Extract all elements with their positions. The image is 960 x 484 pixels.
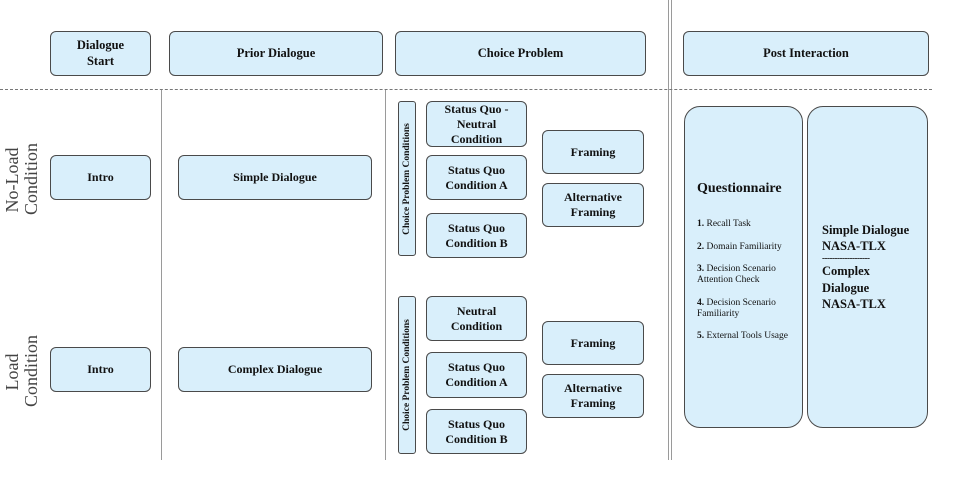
column-divider-1 (161, 90, 162, 460)
load-condition-a: Status Quo Condition A (426, 352, 527, 398)
nasa-tlx-label-2: NASA-TLX (822, 296, 886, 311)
no-load-conditions-text: Choice Problem Conditions (402, 122, 412, 235)
load-framing: Framing (542, 321, 644, 365)
header-choice-problem: Choice Problem (395, 31, 646, 76)
header-post-interaction: Post Interaction (683, 31, 929, 76)
column-divider-2 (385, 90, 386, 460)
load-complex-dialogue: Complex Dialogue (178, 347, 372, 392)
no-load-simple-dialogue: Simple Dialogue (178, 155, 372, 200)
nasa-tlx-label-1: NASA-TLX (822, 239, 886, 254)
load-alternative-framing: Alternative Framing (542, 374, 644, 418)
load-conditions-label: Choice Problem Conditions (398, 296, 416, 454)
questionnaire-item: 5. External Tools Usage (697, 331, 788, 342)
header-separator (0, 89, 932, 90)
column-divider-3 (668, 0, 669, 460)
no-load-alternative-framing: Alternative Framing (542, 183, 644, 227)
no-load-condition-a: Status Quo Condition A (426, 155, 527, 200)
no-load-condition-neutral: Status Quo - Neutral Condition (426, 101, 527, 147)
load-condition-b: Status Quo Condition B (426, 409, 527, 454)
nasa-simple-dialogue: Simple Dialogue (822, 222, 910, 237)
questionnaire-list: 1. Recall Task 2. Domain Familiarity 3. … (697, 208, 790, 354)
questionnaire-item: 1. Recall Task (697, 219, 751, 230)
no-load-intro: Intro (50, 155, 151, 200)
row-label-load: Load Condition (2, 334, 41, 407)
nasa-dialogue: Dialogue (822, 280, 870, 295)
nasa-complex: Complex (822, 264, 870, 279)
questionnaire-title: Questionnaire (697, 181, 782, 197)
no-load-condition-b: Status Quo Condition B (426, 213, 527, 258)
row-label-no-load: No-Load Condition (2, 142, 41, 215)
nasa-tlx-box: Simple Dialogue NASA-TLX ---------------… (807, 106, 928, 428)
load-conditions-text: Choice Problem Conditions (402, 319, 412, 431)
no-load-conditions-label: Choice Problem Conditions (398, 101, 416, 256)
column-divider-3b (671, 0, 672, 460)
nasa-separator: ------------------- (822, 253, 870, 264)
questionnaire-item: 3. Decision Scenario Attention Check (697, 263, 776, 286)
header-prior-dialogue: Prior Dialogue (169, 31, 383, 76)
load-intro: Intro (50, 347, 151, 392)
header-dialogue-start: Dialogue Start (50, 31, 151, 76)
questionnaire-box: Questionnaire 1. Recall Task 2. Domain F… (684, 106, 803, 428)
questionnaire-item: 2. Domain Familiarity (697, 241, 782, 252)
load-condition-neutral: Neutral Condition (426, 296, 527, 341)
no-load-framing: Framing (542, 130, 644, 174)
questionnaire-item: 4. Decision Scenario Familiarity (697, 297, 776, 319)
